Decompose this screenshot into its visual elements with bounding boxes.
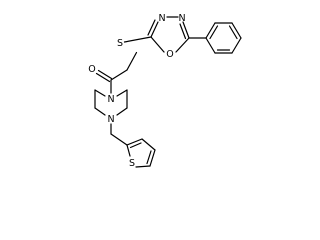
- bonds: [94, 16, 242, 168]
- atom-o-carbonyl: O: [88, 64, 95, 75]
- atom-labels: O S N N O N N S: [88, 13, 185, 169]
- bond-pz-n1-c2: [116, 89, 128, 97]
- structure-diagram: O S N N O N N S: [88, 13, 242, 169]
- bond-ph-6: [205, 37, 216, 54]
- bond-ph-1: [205, 22, 216, 39]
- bond-th-c3-c2: [126, 138, 143, 146]
- bond-o1-c2: [150, 36, 165, 53]
- bond-th-c5-c4: [149, 149, 156, 167]
- bond-ph-3-inner: [228, 25, 238, 40]
- bond-ch2-s: [126, 51, 138, 71]
- bond-c5-o1: [175, 37, 190, 53]
- bond-n4-c5: [182, 21, 190, 39]
- bond-carbonyl-double-a: [97, 69, 113, 80]
- bond-pz-c6-n1: [94, 89, 106, 97]
- atom-n-piperazine-top: N: [107, 94, 114, 105]
- bond-ch2-thiophene: [110, 133, 128, 146]
- bond-pz-c3-n4: [116, 107, 128, 116]
- bond-carbonyl-ch2: [110, 69, 128, 81]
- bond-c2-n3: [150, 21, 159, 38]
- molecule-canvas: O S N N O N N S: [88, 13, 242, 169]
- bond-ph-3: [231, 22, 242, 39]
- bond-th-c2-s: [126, 144, 131, 157]
- bond-ph-1-inner: [209, 25, 219, 40]
- bond-th-c3-c2-inner: [129, 142, 142, 149]
- bond-carbonyl-double-b: [95, 72, 111, 83]
- atom-o-oxadiazole: O: [166, 49, 173, 60]
- bond-s-oxadiazole: [123, 36, 152, 43]
- bond-ph-4: [231, 37, 242, 54]
- atom-s-thiophene: S: [129, 158, 135, 169]
- bond-th-c5-c4-inner: [146, 150, 152, 165]
- bond-n4-c5-double: [179, 23, 187, 40]
- bond-th-s-c5: [135, 165, 151, 168]
- bond-th-c4-c3: [141, 138, 156, 151]
- bond-pz-n4-c5: [94, 107, 106, 116]
- atom-n-oxadiazole-3: N: [158, 13, 165, 24]
- atom-s-thioether: S: [117, 38, 123, 49]
- bond-c2-n3-double: [147, 19, 156, 36]
- atom-n-oxadiazole-4: N: [178, 13, 185, 24]
- atom-n-piperazine-bottom: N: [107, 114, 114, 125]
